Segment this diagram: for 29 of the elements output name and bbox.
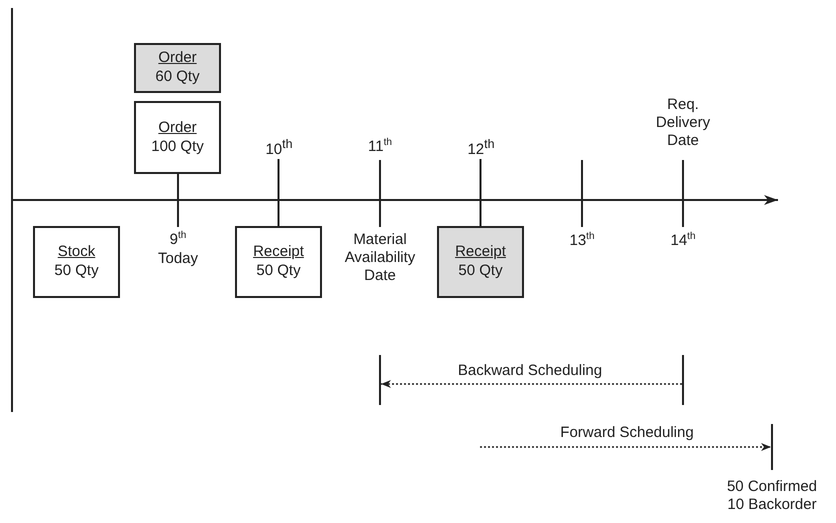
box-text: 50 Qty [54,262,99,281]
event-box [437,226,524,298]
date-label: 11$^{th}$ [367,137,393,156]
date-label: 9$^{th}$ [168,230,188,249]
event-box [134,101,221,174]
box-text: 100 Qty [151,138,204,156]
date-label: 12$^{th}$ [467,136,495,160]
connector-line [480,159,482,226]
box-text: 50 Qty [458,262,503,281]
box-heading: Order [158,118,197,138]
box-heading: Stock [58,243,96,262]
box-text: 50 Qty [256,262,301,281]
event-box [134,43,221,93]
event-box [33,226,120,298]
box-text: 60 Qty [155,68,200,87]
status-note: 50 Confirmed 10 Backorder [726,478,818,514]
date-label: Req. Delivery Date [654,96,712,150]
box-heading: Order [158,49,197,68]
event-box [235,226,322,298]
date-label: 13$^{th}$ [568,231,596,250]
scheduling-arrow [480,443,771,451]
date-label: Today [156,250,200,268]
date-label: 10$^{th}$ [265,136,293,160]
scheduling-arrow [381,380,682,388]
date-label: 14$^{th}$ [669,231,697,250]
box-heading: Receipt [253,243,304,262]
box-heading: Receipt [455,243,506,262]
connector-line [278,159,280,226]
date-label: Material Availability Date [344,231,416,285]
